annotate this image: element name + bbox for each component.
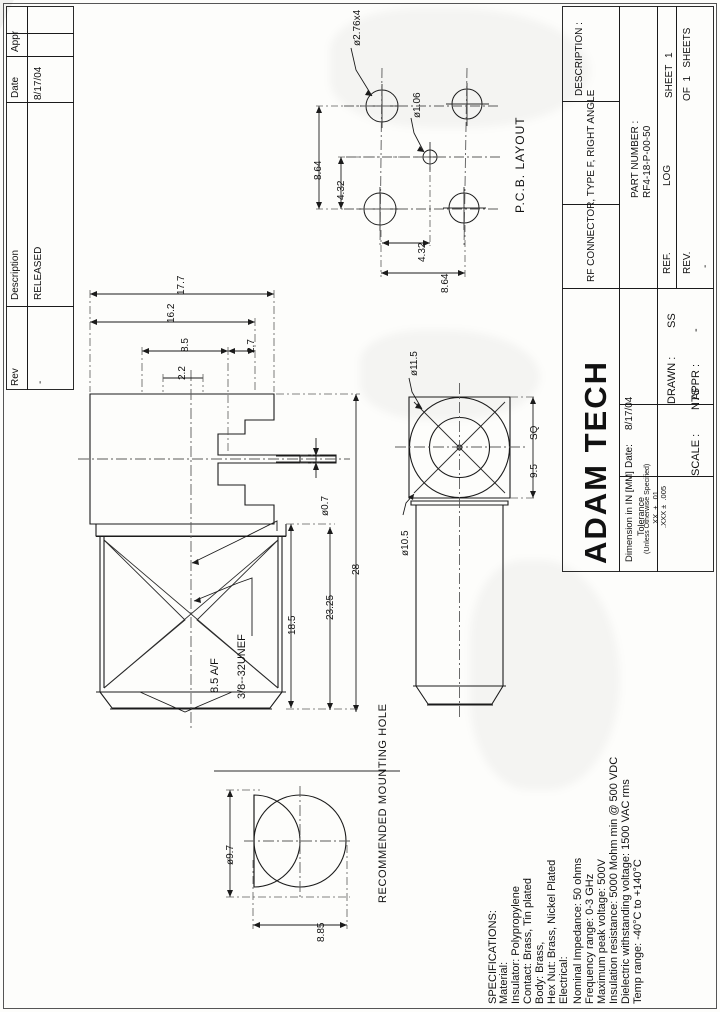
revision-row-divider	[27, 6, 28, 390]
title-block-row-divider	[619, 476, 714, 477]
scan-smudge	[360, 330, 540, 420]
scale-value: NTS	[690, 388, 702, 410]
dim-thread-length: 18.5	[287, 615, 298, 635]
title-block-column-divider	[657, 288, 658, 572]
revision-header-date: Date	[10, 76, 21, 98]
specifications-electrical-heading: Electrical:	[558, 956, 570, 1004]
dim-pcb-pad-dia: ø2.76x4	[352, 9, 363, 46]
rev-value: -	[700, 264, 711, 268]
sheet-of: OF 1 SHEETS	[682, 27, 693, 101]
dim-flange-dia: ø11.5	[409, 351, 420, 376]
date-label: Date:	[624, 444, 635, 468]
drawn-label: DRAWN :	[666, 356, 678, 404]
dim-mounting-hole-diameter: ø9.7	[225, 844, 236, 865]
part-number-label: PART NUMBER :	[630, 120, 641, 198]
part-number-value: RF4-18-P-00-50	[642, 125, 653, 198]
tolerance-xxx: .XXX ± .005	[659, 485, 668, 528]
appr-value: -	[690, 328, 702, 332]
dim-pcb-vertical-half: 4.32	[336, 180, 347, 200]
rev-label: REV.	[682, 251, 693, 274]
scale-label: SCALE :	[690, 433, 702, 476]
spec-material-insulator: Insulator: Polypropylene	[510, 885, 522, 1004]
spec-electrical-dielectric: Dielectric withstanding voltage: 1500 VA…	[620, 779, 632, 1004]
revision-header-divider	[6, 33, 74, 34]
scan-smudge	[330, 8, 590, 128]
dim-step-length: 8.5	[180, 338, 191, 352]
title-block-column-divider	[657, 6, 658, 288]
title-block-column-divider	[676, 6, 677, 288]
specifications-material-heading: Material:	[498, 961, 510, 1004]
title-block-frame	[562, 6, 714, 572]
title-block-row-divider	[562, 101, 619, 102]
revision-table-frame	[6, 6, 74, 390]
dim-overall-length: 17.7	[176, 275, 187, 295]
title-block-row-divider	[562, 204, 619, 205]
spec-electrical-impedance: Nominal Impedance: 50 ohms	[572, 857, 584, 1004]
dim-pin-diameter: ø0.7	[320, 495, 331, 516]
drawn-value: SS	[666, 313, 678, 328]
dim-overall-height: 28	[351, 563, 362, 575]
scan-smudge	[470, 560, 620, 790]
dim-pcb-horizontal-span: 8.64	[440, 273, 451, 293]
spec-material-body: Body: Brass,	[534, 941, 546, 1004]
dim-square-note: SQ	[529, 425, 540, 440]
dim-tip-length: 2.7	[246, 339, 257, 353]
revision-table: Appr Date Description Rev 8/17/04 RELEAS…	[6, 6, 74, 390]
revision-row-description: RELEASED	[33, 246, 44, 300]
pcb-layout-title: P.C.B. LAYOUT	[513, 116, 527, 213]
dim-shoulder-length: 2.2	[177, 366, 188, 380]
title-block: DESCRIPTION : RF CONNECTOR, TYPE F, RIGH…	[562, 6, 714, 572]
dim-pcb-horizontal-half: 4.32	[417, 242, 428, 262]
dim-mounting-hole-flat: 8.85	[316, 922, 327, 942]
dim-pcb-vertical-span: 8.64	[313, 160, 324, 180]
revision-row-rev: -	[35, 380, 46, 384]
title-block-row-divider	[619, 288, 714, 289]
revision-cell-divider	[6, 306, 74, 307]
units-label: Dimension in IN [MM]	[624, 471, 635, 562]
spec-material-contact: Contact: Brass, Tin plated	[522, 878, 534, 1004]
revision-header-rev: Rev	[10, 368, 21, 386]
revision-header-description: Description	[10, 249, 21, 300]
revision-header-appr: Appr	[10, 30, 21, 52]
spec-electrical-temp-range: Temp range: -40°C to +140°C	[632, 859, 644, 1004]
description-label: DESCRIPTION :	[574, 22, 585, 96]
log-label: LOG	[662, 164, 673, 186]
note-hex-across-flats: 8.5 A/F	[209, 658, 221, 693]
dim-mid-height: 23.25	[325, 594, 336, 620]
spec-electrical-frequency: Frequency range: 0-3 GHz	[584, 873, 596, 1004]
sheet-label: SHEET	[664, 64, 675, 98]
spec-material-hexnut: Hex Nut: Brass, Nickel Plated	[546, 859, 558, 1004]
spec-electrical-insulation-resistance: Insulation resistance: 5000 Mohm min @ 5…	[608, 756, 620, 1004]
revision-cell-divider	[6, 102, 74, 103]
ref-label: REF.	[662, 252, 673, 274]
dim-body-length: 16.2	[166, 303, 177, 323]
note-thread-spec: 3/8--32UNEF	[236, 634, 248, 699]
mounting-hole-title-line1: RECOMMENDED MOUNTING HOLE	[377, 703, 389, 903]
title-block-row-divider	[562, 288, 619, 289]
title-block-row-divider	[619, 404, 714, 405]
title-block-column-divider	[619, 6, 620, 572]
sheet-value: 1	[664, 52, 675, 58]
dim-barrel-dia: ø10.5	[400, 530, 411, 556]
revision-cell-divider	[6, 56, 74, 57]
description-value: RF CONNECTOR, TYPE F, RIGHT ANGLE	[586, 89, 597, 282]
dim-square-size: 9.5	[529, 464, 540, 478]
company-name: ADAM TECH	[578, 360, 613, 564]
spec-electrical-peak-voltage: Maximum peak voltage: 500V	[596, 859, 608, 1004]
revision-row-date: 8/17/04	[33, 66, 44, 100]
date-value: 8/17/04	[624, 396, 635, 430]
dim-pcb-center-hole-dia: ø1.06	[412, 92, 423, 118]
